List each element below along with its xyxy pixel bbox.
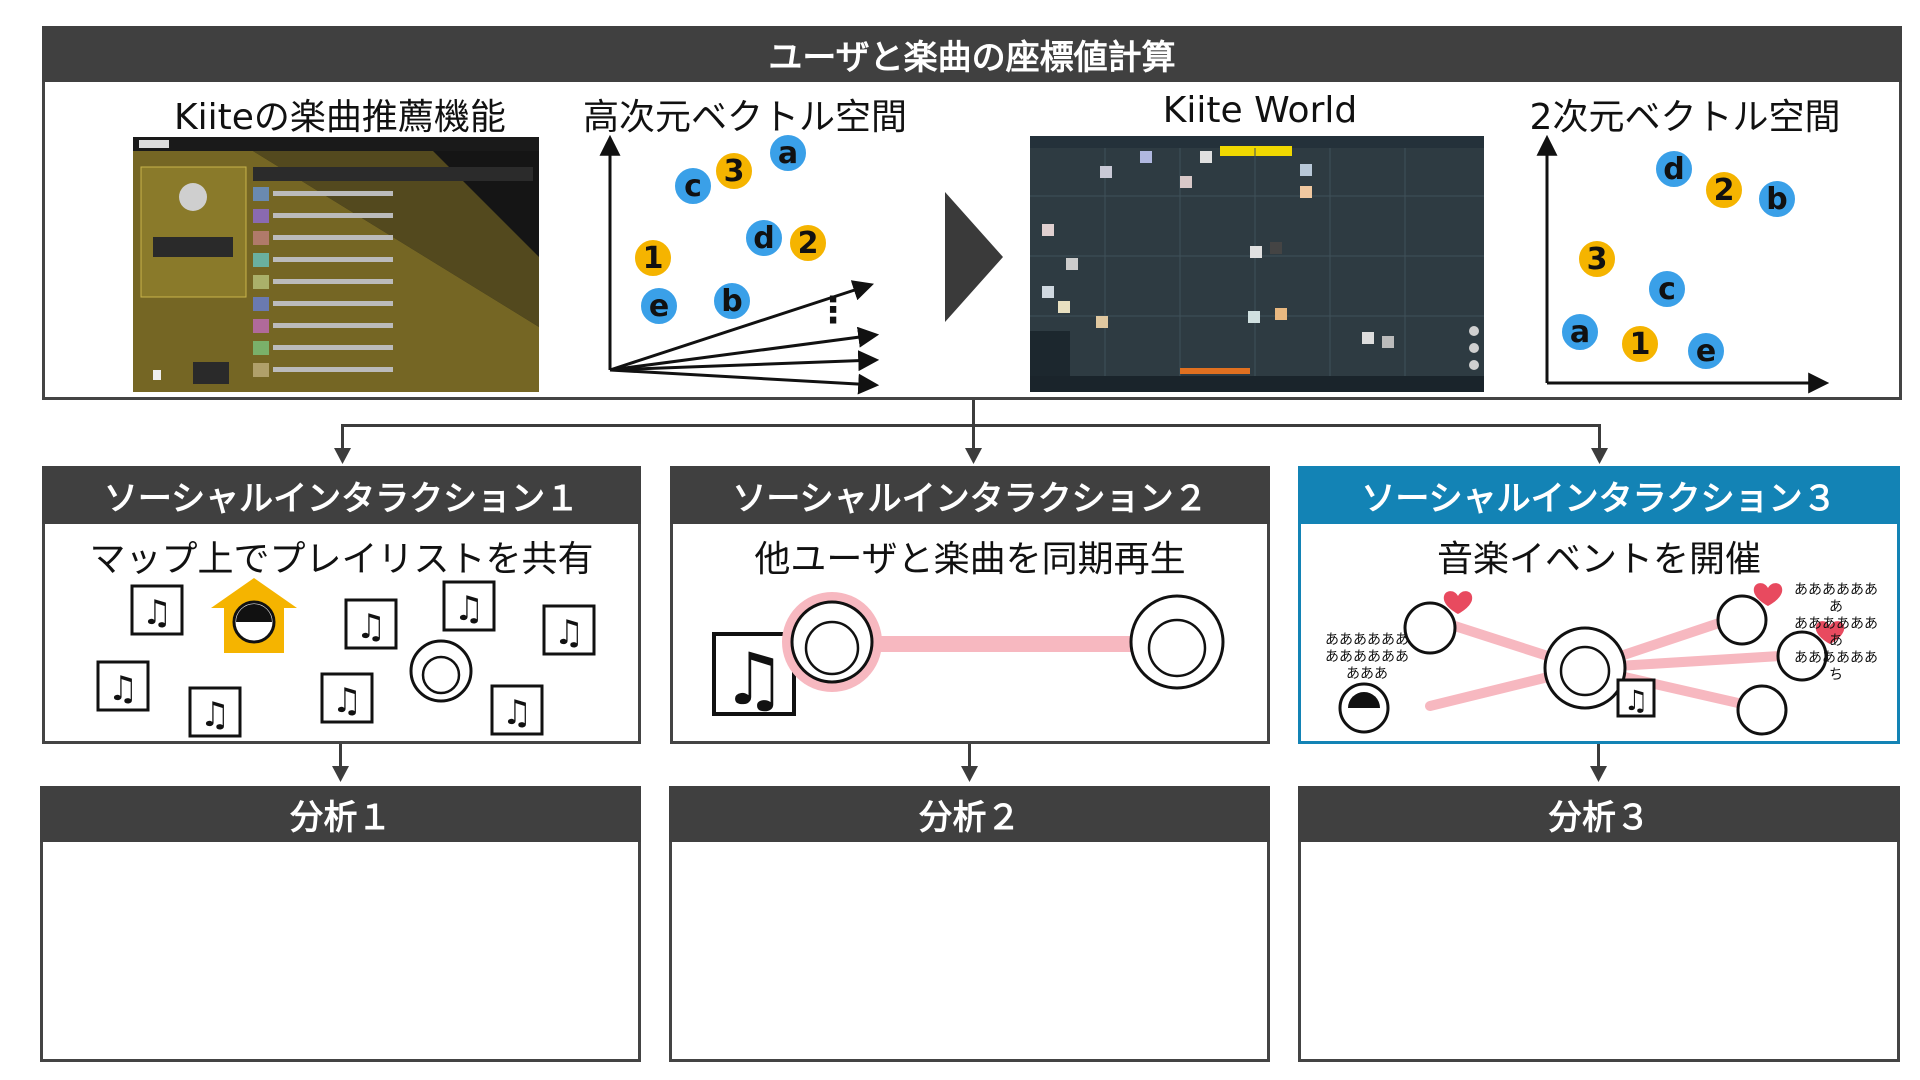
dog-guest-icon xyxy=(1403,601,1457,655)
kiite-recommend-illustration xyxy=(133,137,539,392)
analysis-1-title: 分析１ xyxy=(289,797,392,838)
svg-text:♫: ♫ xyxy=(1623,684,1648,717)
twodim-section-label: 2次元ベクトル空間 xyxy=(1529,97,1841,138)
sync-music-note-icon: ♫ xyxy=(712,632,796,721)
playlist-map-illustration: ♫♫♫ ♫♫♫ ♫♫ xyxy=(96,578,596,738)
chatter-left-line-1: ああああああ xyxy=(1325,632,1409,648)
kiite-world-screenshot xyxy=(1030,136,1484,392)
chatter-left-line-2: ああああああ xyxy=(1325,649,1409,665)
svg-text:♫: ♫ xyxy=(108,669,138,709)
twodim-point-b: b xyxy=(1756,178,1798,220)
highdim-point-c: c xyxy=(672,165,714,207)
twodim-point-c: c xyxy=(1646,268,1688,310)
music-event-illustration: ♫ xyxy=(1338,583,1845,736)
recommend-section-label: Kiiteの楽曲推薦機能 xyxy=(174,97,506,138)
partner-avatar-icon xyxy=(1129,594,1225,690)
highdim-point-b: b xyxy=(711,280,753,322)
interaction-3-desc: 音楽イベントを開催 xyxy=(1436,539,1761,580)
interaction-2-title: ソーシャルインタラクション２ xyxy=(732,478,1208,519)
event-chatter-right: あああああああ あああああああ ああああああち xyxy=(1788,582,1884,684)
coordinate-calculation-header: ユーザと楽曲の座標値計算 xyxy=(42,26,1902,82)
twodim-point-e: e xyxy=(1685,330,1727,372)
analysis-3-title: 分析３ xyxy=(1548,797,1650,838)
analysis-1-header: 分析１ xyxy=(40,786,641,842)
bird-guest-icon xyxy=(1716,594,1768,646)
highdim-point-1: 1 xyxy=(632,237,674,279)
interaction-1-desc: マップ上でプレイリストを共有 xyxy=(89,539,594,580)
interaction-1-title: ソーシャルインタラクション１ xyxy=(103,478,580,519)
connector-arrows-top xyxy=(334,424,1608,464)
world-section-label: Kiite World xyxy=(1162,90,1358,131)
vector-ellipsis: ⋮ xyxy=(815,290,851,331)
analysis-3-header: 分析３ xyxy=(1298,786,1900,842)
interaction-2-header: ソーシャルインタラクション２ xyxy=(670,466,1270,524)
svg-text:♫: ♫ xyxy=(200,695,230,735)
highdim-point-2: 2 xyxy=(787,222,829,264)
host-avatar-icon xyxy=(1543,626,1627,710)
interaction-1-header: ソーシャルインタラクション１ xyxy=(42,466,641,524)
listener-avatar-icon xyxy=(782,592,882,692)
kiite-world-illustration xyxy=(1030,136,1484,392)
svg-text:♫: ♫ xyxy=(554,613,584,653)
connector-stem xyxy=(972,400,975,426)
interaction-2-desc: 他ユーザと楽曲を同期再生 xyxy=(754,539,1186,580)
event-chatter-left: ああああああ ああああああ あああ xyxy=(1322,632,1412,683)
connector-arrows-bottom xyxy=(332,742,1607,782)
svg-text:♫: ♫ xyxy=(454,589,484,629)
kiite-recommend-screenshot xyxy=(133,137,539,392)
interaction-3-header: ソーシャルインタラクション３ xyxy=(1298,466,1900,524)
analysis-2-title: 分析２ xyxy=(918,797,1021,838)
coordinate-calculation-title: ユーザと楽曲の座標値計算 xyxy=(768,37,1176,78)
heart-icon xyxy=(1753,583,1783,606)
hooded-guest-icon xyxy=(1338,682,1390,734)
transform-arrow-icon xyxy=(945,192,1003,322)
twodim-axes xyxy=(1536,134,1830,394)
highdim-point-d: d xyxy=(743,217,785,259)
twodim-point-2: 2 xyxy=(1703,169,1745,211)
animal-guest-icon xyxy=(1776,630,1828,682)
user-house-icon xyxy=(211,578,297,653)
twodim-point-1: 1 xyxy=(1619,323,1661,365)
heart-icon xyxy=(1815,621,1845,644)
twodim-point-d: d xyxy=(1653,148,1695,190)
svg-text:♫: ♫ xyxy=(502,693,532,733)
fish-guest-icon xyxy=(1736,684,1788,736)
highdim-point-3: 3 xyxy=(713,150,755,192)
svg-text:♫: ♫ xyxy=(332,681,362,721)
music-note-icons xyxy=(96,580,596,738)
twodim-point-a: a xyxy=(1559,311,1601,353)
twodim-point-3: 3 xyxy=(1576,238,1618,280)
highdim-point-e: e xyxy=(638,285,680,327)
svg-text:♫: ♫ xyxy=(722,637,787,721)
other-user-icon xyxy=(409,639,473,703)
chatter-right-line-3: ああああああち xyxy=(1794,650,1878,683)
svg-text:♫: ♫ xyxy=(356,607,386,647)
heart-icon xyxy=(1443,591,1473,614)
svg-text:♫: ♫ xyxy=(142,593,172,633)
highdim-section-label: 高次元ベクトル空間 xyxy=(582,97,907,138)
connector-horizontal xyxy=(341,424,1601,427)
analysis-2-header: 分析２ xyxy=(669,786,1270,842)
interaction-3-title: ソーシャルインタラクション３ xyxy=(1361,478,1837,519)
event-music-note-icon: ♫ xyxy=(1616,678,1656,718)
highdim-axes xyxy=(599,134,880,395)
chatter-right-line-2: あああああああ xyxy=(1794,616,1878,649)
chatter-right-line-1: あああああああ xyxy=(1794,582,1878,615)
chatter-left-line-3: あああ xyxy=(1346,666,1388,682)
highdim-point-a: a xyxy=(767,132,809,174)
sync-play-illustration: ♫ xyxy=(712,592,1225,721)
